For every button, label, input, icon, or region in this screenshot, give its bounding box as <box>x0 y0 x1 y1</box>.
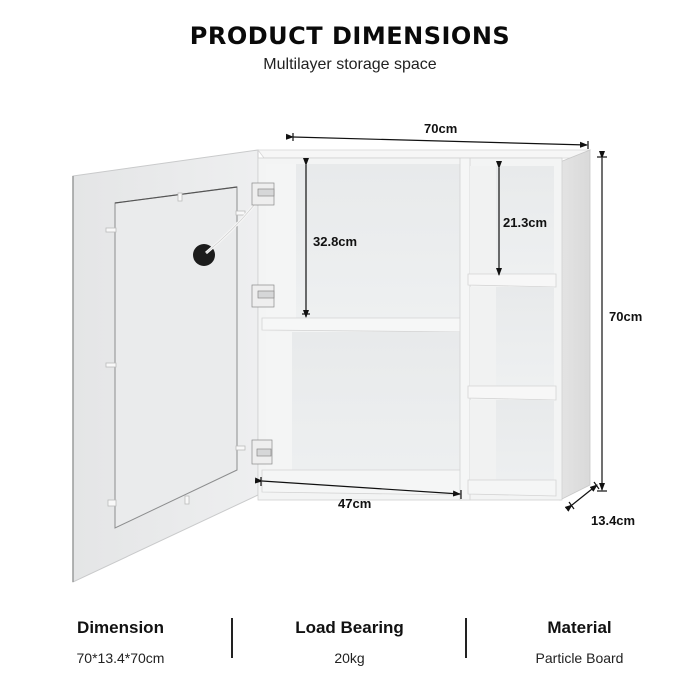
page-title: PRODUCT DIMENSIONS <box>189 22 511 50</box>
side-shelf-height-label: 21.3cm <box>503 215 548 230</box>
spec-load-bearing: Load Bearing 20kg <box>233 618 466 666</box>
spec-material-value: Particle Board <box>535 650 624 666</box>
spec-load-bearing-value: 20kg <box>334 650 365 666</box>
cabinet-body <box>257 149 592 501</box>
spec-load-bearing-label: Load Bearing <box>295 618 404 637</box>
dimension-lines <box>254 133 607 512</box>
spec-divider <box>465 618 467 658</box>
lower-compartment-width-label: 47cm <box>338 496 372 511</box>
spec-material-label: Material <box>547 618 612 637</box>
spec-dimension: Dimension 70*13.4*70cm <box>4 618 237 666</box>
spec-material: Material Particle Board <box>463 618 696 666</box>
hinge-icon <box>251 182 275 465</box>
width-dimension-label: 70cm <box>424 121 458 136</box>
spec-divider <box>231 618 233 658</box>
spec-dimension-value: 70*13.4*70cm <box>76 650 165 666</box>
page-subtitle: Multilayer storage space <box>263 56 437 73</box>
upper-compartment-height-label: 32.8cm <box>313 234 358 249</box>
height-dimension-label: 70cm <box>609 309 643 324</box>
cabinet-door <box>72 149 275 583</box>
depth-dimension-label: 13.4cm <box>591 513 636 528</box>
spec-dimension-label: Dimension <box>77 618 164 637</box>
